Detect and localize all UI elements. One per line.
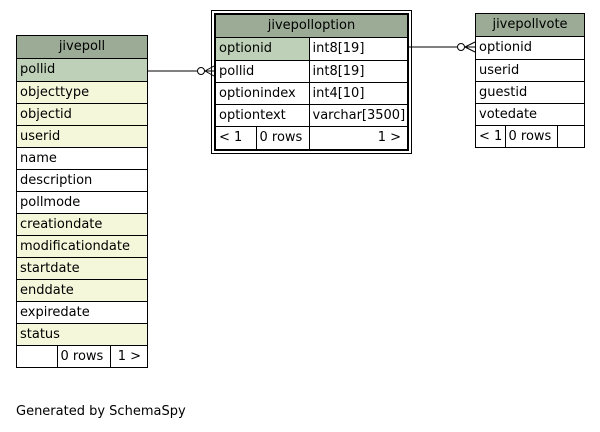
generator-credit: Generated by SchemaSpy: [16, 404, 186, 419]
column-name[interactable]: modificationdate: [17, 235, 147, 258]
column-name[interactable]: votedate: [476, 103, 585, 126]
column-name[interactable]: optionid: [476, 37, 585, 60]
column-row[interactable]: guestid: [476, 81, 585, 104]
column-name[interactable]: objectid: [17, 103, 147, 126]
child-count[interactable]: 1 >: [109, 345, 147, 367]
column-name[interactable]: name: [17, 147, 147, 170]
column-row[interactable]: status: [17, 323, 147, 346]
column-name[interactable]: optionid: [216, 38, 309, 61]
relationship-jivepoll-to-jivepolloption: [148, 65, 215, 77]
parent-count[interactable]: [17, 345, 57, 367]
column-name[interactable]: guestid: [476, 81, 585, 104]
parent-count[interactable]: < 1: [476, 125, 505, 147]
row-count: 0 rows: [56, 345, 110, 367]
column-name[interactable]: optionindex: [216, 82, 309, 105]
crows-foot-icon: [204, 65, 215, 77]
table-title[interactable]: jivepoll: [17, 36, 147, 59]
column-name[interactable]: creationdate: [17, 213, 147, 236]
column-type: int8[19]: [308, 38, 407, 61]
column-row[interactable]: description: [17, 169, 147, 192]
column-name[interactable]: optiontext: [216, 104, 309, 127]
column-name[interactable]: expiredate: [17, 301, 147, 324]
column-name[interactable]: status: [17, 323, 147, 346]
column-name[interactable]: startdate: [17, 257, 147, 280]
column-name[interactable]: pollid: [17, 59, 147, 82]
column-row[interactable]: creationdate: [17, 213, 147, 236]
column-name[interactable]: userid: [17, 125, 147, 148]
column-row[interactable]: pollmode: [17, 191, 147, 214]
column-row[interactable]: modificationdate: [17, 235, 147, 258]
column-type: varchar[3500]: [308, 104, 407, 127]
column-row[interactable]: optionid: [476, 37, 585, 60]
relationship-jivepolloption-to-jivepollvote: [409, 41, 476, 53]
column-name[interactable]: userid: [476, 59, 585, 82]
parent-count[interactable]: < 1: [216, 126, 256, 149]
column-row[interactable]: userid: [476, 59, 585, 82]
column-row[interactable]: objectid: [17, 103, 147, 126]
column-name[interactable]: pollmode: [17, 191, 147, 214]
column-name[interactable]: enddate: [17, 279, 147, 302]
row-count: 0 rows: [255, 126, 309, 149]
column-row[interactable]: expiredate: [17, 301, 147, 324]
column-type: int4[10]: [308, 82, 407, 105]
column-row[interactable]: name: [17, 147, 147, 170]
child-count[interactable]: [556, 125, 585, 147]
optional-circle-icon: [457, 43, 465, 51]
column-row[interactable]: userid: [17, 125, 147, 148]
row-count: 0 rows: [504, 125, 557, 147]
table-title[interactable]: jivepollvote: [476, 14, 584, 37]
column-name[interactable]: pollid: [216, 60, 309, 83]
crows-foot-icon: [464, 41, 476, 53]
column-row[interactable]: pollid: [17, 59, 147, 82]
column-row[interactable]: objecttype: [17, 81, 147, 104]
column-row[interactable]: startdate: [17, 257, 147, 280]
column-name[interactable]: description: [17, 169, 147, 192]
optional-circle-icon: [197, 67, 205, 75]
column-row[interactable]: enddate: [17, 279, 147, 302]
column-type: int8[19]: [308, 60, 407, 83]
column-name[interactable]: objecttype: [17, 81, 147, 104]
table-title[interactable]: jivepolloption: [216, 15, 407, 38]
child-count[interactable]: 1 >: [308, 126, 407, 149]
column-row[interactable]: votedate: [476, 103, 585, 126]
